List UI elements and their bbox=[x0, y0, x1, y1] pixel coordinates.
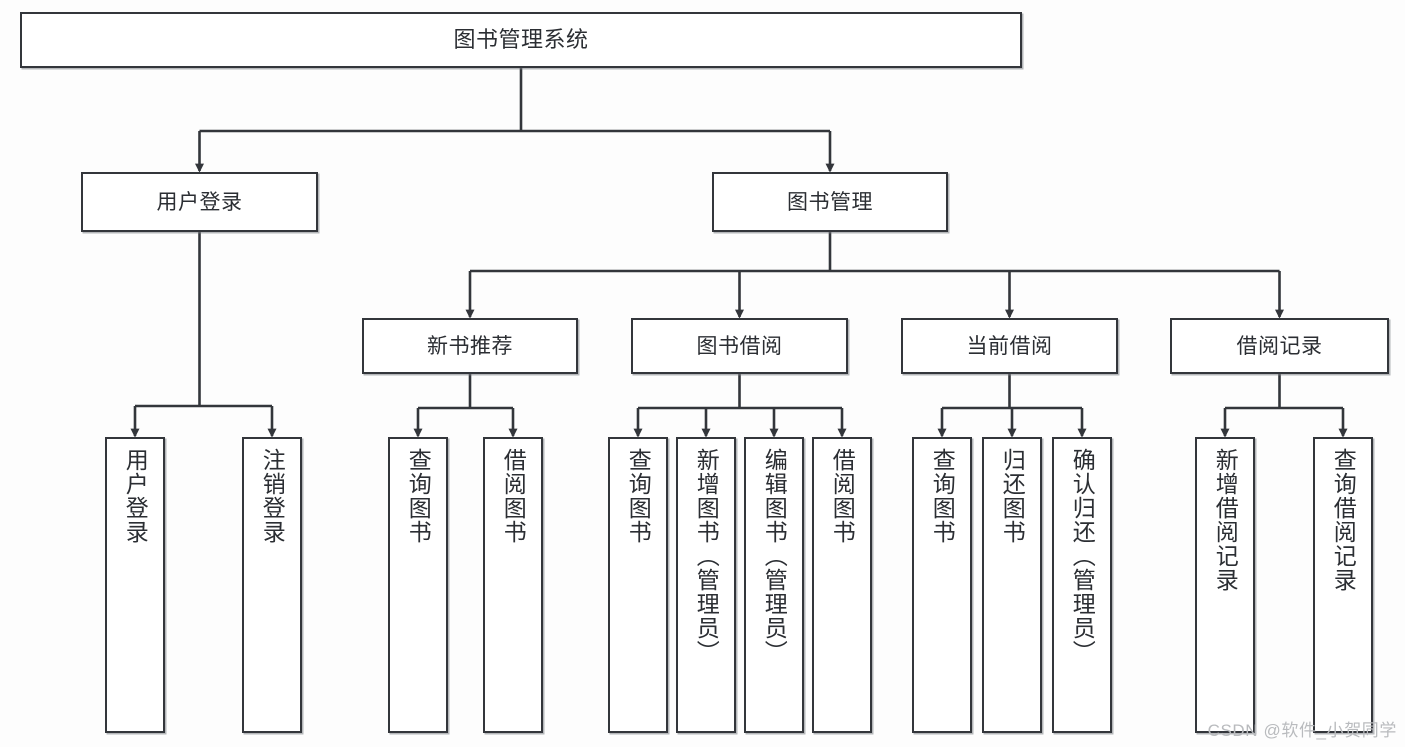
node-label-borrow-borrow-book: 借阅图书 bbox=[829, 448, 856, 544]
node-record-query[interactable]: 查询借阅记录 bbox=[1313, 437, 1373, 733]
node-book-borrow[interactable]: 图书借阅 bbox=[631, 318, 848, 374]
node-label-recommend-query-book: 查询图书 bbox=[405, 448, 432, 544]
node-label-book-manage: 图书管理 bbox=[787, 190, 873, 214]
node-user-logout[interactable]: 注销登录 bbox=[242, 437, 302, 733]
csdn-watermark: CSDN @软件_小贺同学 bbox=[1207, 721, 1397, 740]
node-current-borrow[interactable]: 当前借阅 bbox=[901, 318, 1118, 374]
node-record-add[interactable]: 新增借阅记录 bbox=[1195, 437, 1255, 733]
node-current-query-book[interactable]: 查询图书 bbox=[912, 437, 972, 733]
node-user-login-do[interactable]: 用户登录 bbox=[105, 437, 165, 733]
node-borrow-record[interactable]: 借阅记录 bbox=[1170, 318, 1389, 374]
node-label-current-query-book: 查询图书 bbox=[929, 448, 956, 544]
node-label-borrow-query-book: 查询图书 bbox=[625, 448, 652, 544]
node-label-borrow-record: 借阅记录 bbox=[1236, 334, 1323, 358]
node-label-record-query: 查询借阅记录 bbox=[1330, 448, 1357, 592]
node-root[interactable]: 图书管理系统 bbox=[20, 12, 1022, 68]
node-label-current-borrow: 当前借阅 bbox=[966, 334, 1053, 358]
node-label-borrow-edit-book: 编辑图书（管理员） bbox=[761, 448, 788, 664]
node-current-confirm-return[interactable]: 确认归还（管理员） bbox=[1052, 437, 1112, 733]
node-label-root: 图书管理系统 bbox=[453, 27, 589, 52]
node-label-record-add: 新增借阅记录 bbox=[1212, 448, 1239, 592]
node-recommend-borrow-book[interactable]: 借阅图书 bbox=[483, 437, 543, 733]
node-label-book-borrow: 图书借阅 bbox=[696, 334, 783, 358]
node-current-return-book[interactable]: 归还图书 bbox=[982, 437, 1042, 733]
node-label-user-login: 用户登录 bbox=[156, 190, 243, 214]
node-label-current-confirm-return: 确认归还（管理员） bbox=[1069, 448, 1096, 664]
node-borrow-edit-book[interactable]: 编辑图书（管理员） bbox=[744, 437, 804, 733]
node-recommend-query-book[interactable]: 查询图书 bbox=[388, 437, 448, 733]
node-user-login[interactable]: 用户登录 bbox=[81, 172, 318, 232]
node-label-user-logout: 注销登录 bbox=[259, 448, 286, 544]
node-label-recommend-borrow-book: 借阅图书 bbox=[500, 448, 527, 544]
node-book-manage[interactable]: 图书管理 bbox=[712, 172, 948, 232]
node-label-current-return-book: 归还图书 bbox=[999, 448, 1026, 544]
node-label-new-book-recommend: 新书推荐 bbox=[427, 334, 513, 358]
node-borrow-query-book[interactable]: 查询图书 bbox=[608, 437, 668, 733]
node-borrow-add-book[interactable]: 新增图书（管理员） bbox=[676, 437, 736, 733]
node-label-borrow-add-book: 新增图书（管理员） bbox=[693, 448, 720, 664]
node-borrow-borrow-book[interactable]: 借阅图书 bbox=[812, 437, 872, 733]
node-label-user-login-do: 用户登录 bbox=[122, 448, 149, 544]
node-new-book-recommend[interactable]: 新书推荐 bbox=[362, 318, 578, 374]
